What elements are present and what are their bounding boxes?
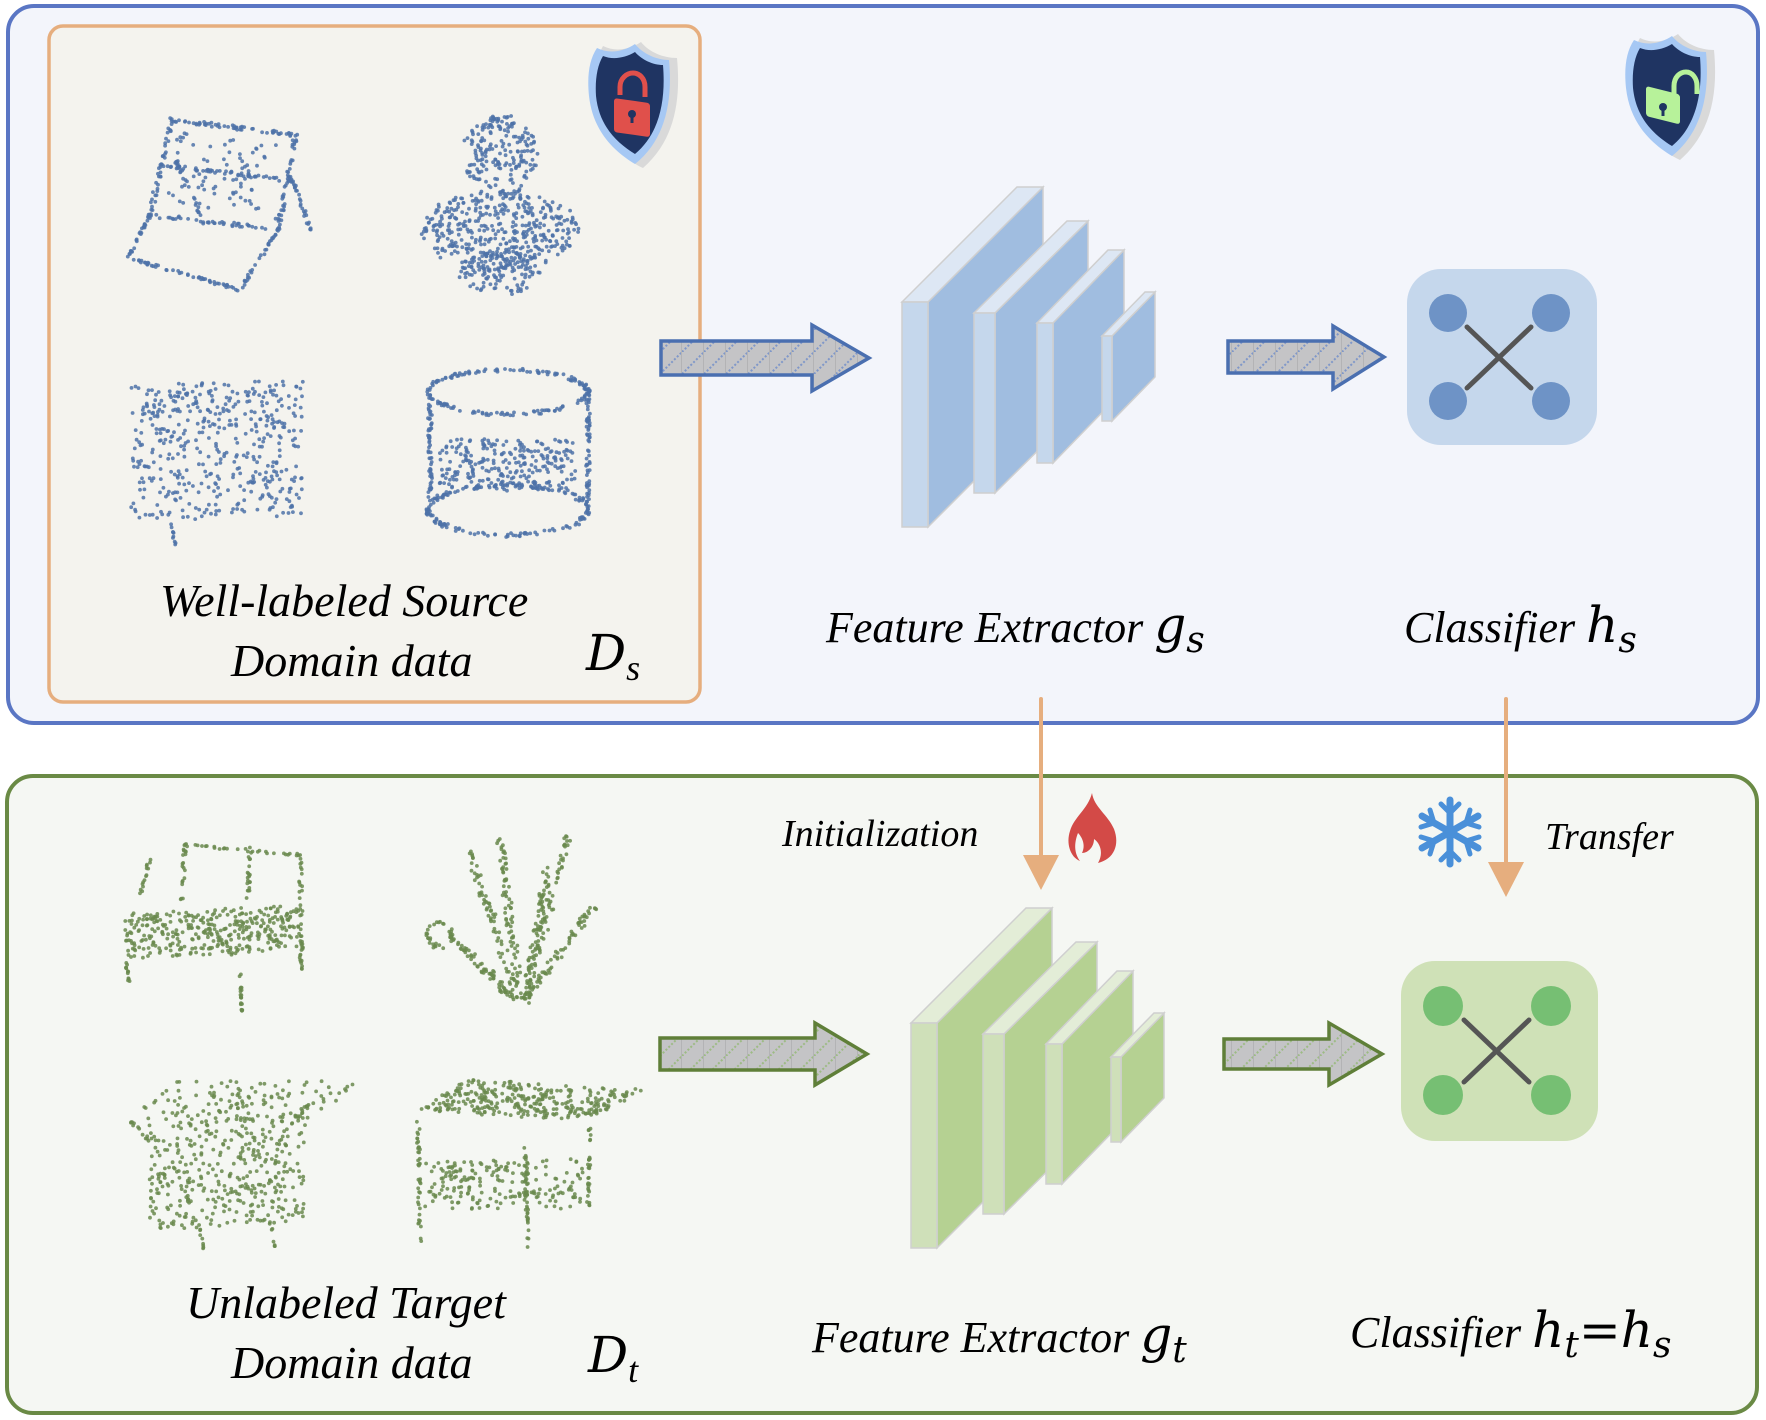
source-extractor-label: Feature Extractor gs (826, 600, 1205, 659)
symbol-sub: t (1172, 1330, 1187, 1372)
classifier-node (1531, 1075, 1571, 1115)
point-cloud-box (129, 379, 305, 547)
point-cloud-plant (424, 834, 599, 1005)
source-extractor-symbol: gs (1154, 596, 1205, 659)
source-data-symbol-main: D (586, 624, 627, 682)
transfer-label: Transfer (1545, 816, 1674, 858)
target-extractor-text: Feature Extractor (812, 1313, 1130, 1362)
target-data-symbol-main: D (588, 1326, 629, 1384)
symbol-sub: s (1652, 1325, 1672, 1367)
target-classifier-label: Classifier ht=hs (1350, 1305, 1671, 1364)
point-cloud-cylinder (424, 366, 592, 539)
source-extractor-text: Feature Extractor (826, 603, 1144, 652)
target-feature-extractor (909, 906, 1166, 1250)
symbol-g: g (1140, 1306, 1173, 1364)
target-classifier-symbol: ht=hs (1532, 1301, 1671, 1364)
flow-arrow-source-extractor-to-classifier (1226, 322, 1388, 393)
symbol-sub: t (1564, 1325, 1579, 1367)
symbol-sub: s (1618, 620, 1637, 662)
flow-arrow-target-data-to-extractor (658, 1019, 871, 1089)
transfer-arrow (1488, 697, 1524, 897)
source-classifier-icon (1407, 269, 1597, 445)
conv-layer-3 (1035, 248, 1126, 465)
conv-layer-4 (1100, 290, 1157, 423)
source-classifier-label: Classifier hs (1404, 600, 1637, 659)
target-point-clouds (123, 834, 643, 1251)
target-data-symbol-sub: t (628, 1350, 639, 1391)
initialization-label: Initialization (782, 813, 979, 855)
point-cloud-table (415, 1078, 643, 1249)
symbol-h: h (1620, 1301, 1653, 1359)
symbol-h: h (1586, 596, 1619, 654)
shield-unlocked-icon (1625, 34, 1716, 160)
classifier-node (1531, 986, 1571, 1026)
symbol-g: g (1154, 596, 1187, 654)
source-classifier-text: Classifier (1404, 603, 1576, 652)
classifier-node (1532, 382, 1570, 420)
classifier-node (1423, 986, 1463, 1026)
point-cloud-armchair (123, 842, 305, 1013)
flow-arrow-target-extractor-to-classifier (1222, 1019, 1386, 1089)
fire-icon (1068, 793, 1117, 863)
target-data-symbol: Dt (588, 1330, 638, 1388)
target-classifier-text: Classifier (1350, 1308, 1522, 1357)
initialization-arrow (1023, 697, 1059, 890)
symbol-h: h (1532, 1301, 1565, 1359)
equals-sign: = (1578, 1301, 1621, 1359)
point-cloud-folding-chair (125, 116, 313, 293)
target-data-caption-line1: Unlabeled Target (186, 1277, 506, 1328)
source-point-clouds (125, 114, 592, 547)
classifier-node (1423, 1075, 1463, 1115)
target-extractor-symbol: gt (1140, 1306, 1186, 1369)
classifier-node (1532, 294, 1570, 332)
point-cloud-vase (419, 114, 581, 296)
flow-arrow-source-data-to-extractor (659, 321, 873, 395)
target-data-caption-line2: Domain data (231, 1337, 473, 1388)
point-cloud-sofa (129, 1079, 355, 1251)
classifier-node (1429, 382, 1467, 420)
classifier-node (1429, 294, 1467, 332)
conv-layer-4 (1109, 1011, 1166, 1144)
source-data-caption-line1: Well-labeled Source (160, 575, 529, 626)
target-domain-panel (5, 774, 1759, 1415)
source-data-symbol: Ds (586, 628, 640, 686)
target-extractor-label: Feature Extractor gt (812, 1310, 1187, 1369)
symbol-sub: s (1186, 620, 1205, 662)
source-data-symbol-sub: s (626, 648, 641, 689)
snowflake-icon (1418, 796, 1482, 868)
conv-layer-3 (1044, 969, 1135, 1186)
target-classifier-icon (1401, 961, 1598, 1141)
source-feature-extractor (900, 185, 1157, 529)
source-classifier-symbol: hs (1586, 596, 1637, 659)
source-data-caption-line2: Domain data (231, 635, 473, 686)
shield-locked-icon (588, 42, 679, 168)
